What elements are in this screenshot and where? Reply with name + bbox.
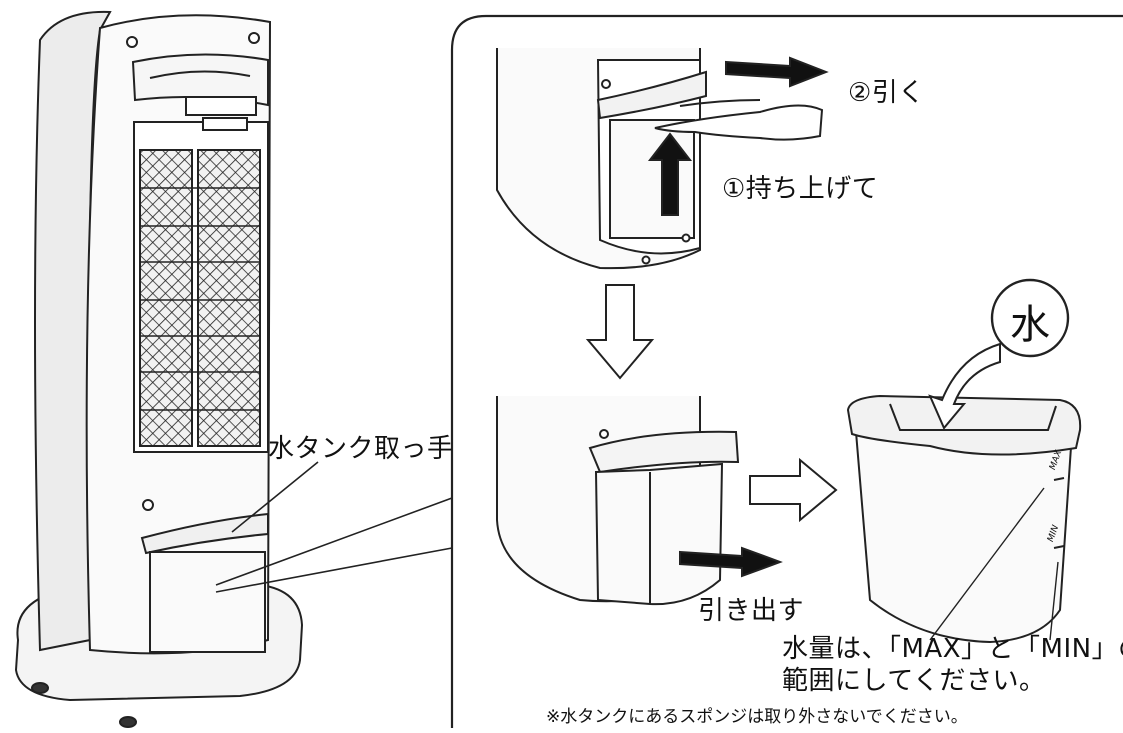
label-level-line2: 範囲にしてください。 <box>782 666 1046 696</box>
removed-tank-illustration <box>846 278 1082 644</box>
grille-mesh-left <box>139 149 193 447</box>
step-draw-out-illustration <box>496 396 783 606</box>
control-panel <box>185 96 257 116</box>
min-leader <box>1049 561 1059 641</box>
label-lift: ①持ち上げて <box>722 174 879 204</box>
water-badge-circle <box>990 278 1070 358</box>
caster-right <box>119 716 137 728</box>
right-arrow <box>749 457 838 523</box>
label-pull: ②引く <box>848 78 925 108</box>
hand <box>654 104 824 141</box>
tank-drawn-handle <box>588 430 740 474</box>
grille-tab <box>202 117 248 131</box>
up-arrow <box>647 132 693 216</box>
down-arrow <box>585 284 655 380</box>
body-hole <box>142 499 154 511</box>
label-level-line1: 水量は、「MAX」と「MIN」の <box>782 634 1123 664</box>
tank-handle <box>140 512 269 555</box>
grille-mesh-right <box>197 149 261 447</box>
handle-upper <box>596 70 707 120</box>
screw-hole <box>126 36 138 48</box>
label-sponge-note: ※水タンクにあるスポンジは取り外さないでください。 <box>546 707 968 727</box>
tank-rim <box>846 394 1082 456</box>
tank-body <box>854 431 1074 644</box>
water-tank <box>149 551 266 653</box>
top-louver <box>131 53 269 107</box>
instruction-panel-frame <box>450 14 1123 728</box>
tank-drawn-body <box>594 462 724 606</box>
step-lift-pull-illustration <box>496 48 829 270</box>
screw-hole-2 <box>248 32 260 44</box>
max-leader <box>929 487 1045 641</box>
label-tank-handle: 水タンク取っ手 <box>268 434 454 464</box>
cooler-fan-unit <box>14 10 304 728</box>
label-draw-out: 引き出す <box>698 596 805 626</box>
pour-arrow <box>928 342 1001 430</box>
pull-arrow-lower <box>679 546 783 578</box>
leader-lines <box>215 461 453 593</box>
water-badge-char: 水 <box>1010 302 1050 348</box>
pull-arrow-upper <box>725 56 829 88</box>
caster-left <box>31 682 49 694</box>
